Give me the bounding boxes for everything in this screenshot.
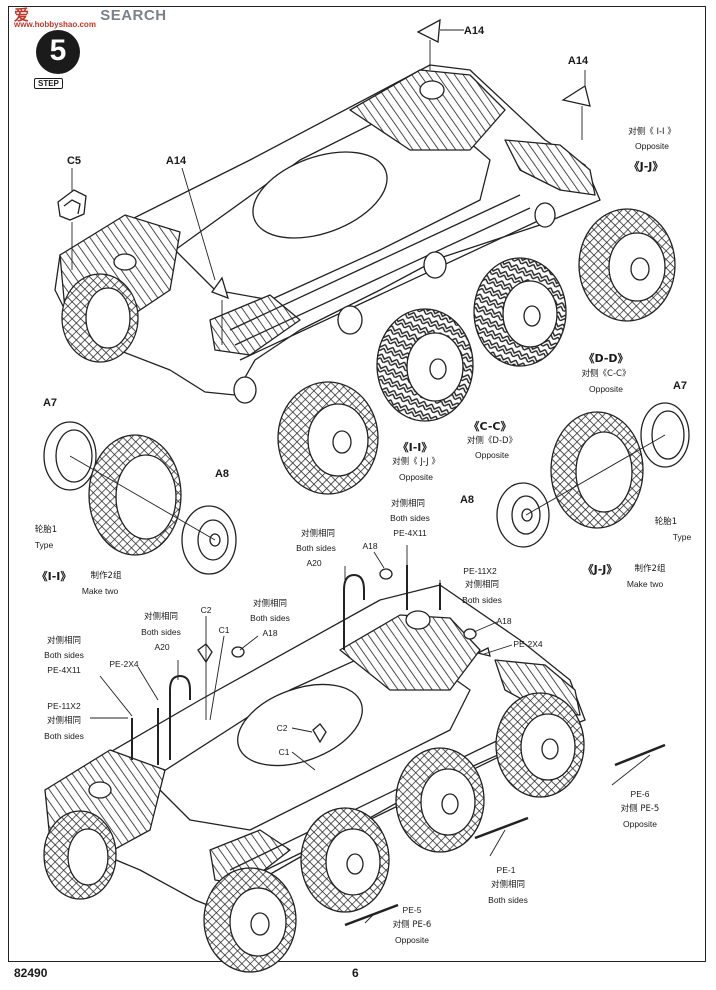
label-both-cn-6: 对侧相同 xyxy=(46,636,82,646)
label-opposite-cc: 对侧《C-C》 xyxy=(581,369,631,379)
label-jj-top: 《J-J》 xyxy=(628,160,664,173)
label-ii-make: 《I-I》 xyxy=(36,570,72,583)
label-make-two-right: Make two xyxy=(626,579,664,589)
label-type-right: Type xyxy=(672,532,692,542)
top-wheel-ii xyxy=(278,382,378,494)
label-pe1: PE-1 xyxy=(496,865,516,875)
footer-page: 6 xyxy=(352,966,359,980)
right-wheel-exploded xyxy=(497,403,689,547)
label-pe2x4-left: PE-2X4 xyxy=(109,659,139,669)
label-pe5-opposite-cn: 对侧 PE-6 xyxy=(392,920,432,930)
bottom-hull xyxy=(45,585,585,910)
bottom-wheel-3 xyxy=(396,748,484,852)
label-a18-top: A18 xyxy=(362,541,378,551)
label-c2-top: C2 xyxy=(200,605,212,615)
left-wheel-exploded xyxy=(44,422,236,574)
label-opposite-ii-cn: 对侧《 I-I 》 xyxy=(628,127,676,137)
part-a14-left xyxy=(212,278,228,298)
label-a18-left: A18 xyxy=(262,628,278,638)
leader-lines-bottom xyxy=(90,545,650,923)
watermark-url: www.hobbyshao.com xyxy=(14,20,96,29)
step-badge: 5 STEP xyxy=(30,26,88,89)
label-both-3: Both sides xyxy=(462,595,502,605)
label-pe5-opposite: Opposite xyxy=(394,935,430,945)
top-wheel-jj xyxy=(579,209,675,321)
label-both-cn-4: 对侧相同 xyxy=(143,612,179,622)
label-both-5: Both sides xyxy=(250,613,290,623)
label-c2-mid: C2 xyxy=(276,723,288,733)
label-make-two-left: Make two xyxy=(81,586,119,596)
label-both-cn-5: 对侧相同 xyxy=(252,599,288,609)
label-c5: C5 xyxy=(66,155,82,167)
top-wheel-dd xyxy=(474,258,566,366)
bottom-wheel-1 xyxy=(204,868,296,972)
label-opposite-jj: 对侧《 J-J 》 xyxy=(392,457,440,467)
label-a8-right: A8 xyxy=(459,494,475,506)
label-both-6: Both sides xyxy=(44,650,84,660)
label-both-7: Both sides xyxy=(44,731,84,741)
label-pe4x11-left: PE-4X11 xyxy=(47,665,81,675)
label-a20-top: A20 xyxy=(306,558,322,568)
label-pe4x11-top: PE-4X11 xyxy=(393,528,427,538)
label-a7-left: A7 xyxy=(42,397,58,409)
label-pe2x4-right: PE-2X4 xyxy=(513,639,543,649)
bottom-wheel-rear xyxy=(44,811,116,899)
label-both-cn-3: 对侧相同 xyxy=(464,580,500,590)
part-a14-top xyxy=(418,20,440,42)
label-a14-left: A14 xyxy=(165,155,187,167)
label-both-cn-7: 对侧相同 xyxy=(46,716,82,726)
label-pe5: PE-5 xyxy=(402,905,422,915)
label-pe11x2-left: PE-11X2 xyxy=(47,701,81,711)
top-rear-wheel xyxy=(62,274,138,362)
label-make-two-cn-left: 制作2组 xyxy=(90,571,122,581)
label-pe1-both: Both sides xyxy=(488,895,528,905)
page-frame xyxy=(8,6,706,962)
label-opposite-2: Opposite xyxy=(588,384,624,394)
label-opposite-dd: 对侧《D-D》 xyxy=(466,436,518,446)
label-pe6-opposite-cn: 对侧 PE-5 xyxy=(620,804,660,814)
label-c1-top: C1 xyxy=(218,625,230,635)
top-hull xyxy=(55,65,600,403)
bottom-wheel-2 xyxy=(301,808,389,912)
label-both-cn-2: 对侧相同 xyxy=(390,499,426,509)
label-cc: 《C-C》 xyxy=(468,420,512,433)
label-a7-right: A7 xyxy=(672,380,688,392)
label-type-left: Type xyxy=(34,540,54,550)
watermark: 爱 SEARCH xyxy=(14,6,167,24)
step-label: STEP xyxy=(34,78,63,89)
label-pe6: PE-6 xyxy=(630,789,650,799)
label-tire-left: 轮胎1 xyxy=(34,525,58,535)
label-both-1: Both sides xyxy=(296,543,336,553)
label-make-two-cn-right: 制作2组 xyxy=(634,564,666,574)
label-a18-right: A18 xyxy=(496,616,512,626)
label-a8-left: A8 xyxy=(214,468,230,480)
footer-code: 82490 xyxy=(14,966,48,980)
step-number: 5 xyxy=(49,34,67,67)
label-opposite-4: Opposite xyxy=(398,472,434,482)
part-a14-right xyxy=(563,86,590,106)
label-opposite-1: Opposite xyxy=(634,141,670,151)
leader-lines-top xyxy=(72,30,585,345)
label-pe6-opposite: Opposite xyxy=(622,819,658,829)
part-c5 xyxy=(58,190,86,220)
label-pe1-cn: 对侧相同 xyxy=(490,880,526,890)
label-both-cn-1: 对侧相同 xyxy=(300,529,336,539)
label-tire-right: 轮胎1 xyxy=(654,517,678,527)
pe-strips xyxy=(345,745,665,925)
label-dd: 《D-D》 xyxy=(583,352,629,365)
label-a14-right: A14 xyxy=(567,55,589,67)
label-a20-left: A20 xyxy=(154,642,170,652)
label-c1-mid: C1 xyxy=(278,747,290,757)
label-opposite-3: Opposite xyxy=(474,450,510,460)
top-wheel-cc xyxy=(377,309,473,421)
bottom-wheel-4 xyxy=(496,693,584,797)
label-pe11x2-top: PE-11X2 xyxy=(463,566,497,576)
label-jj-make: 《J-J》 xyxy=(582,563,618,576)
label-ii-mid: 《I-I》 xyxy=(397,441,433,454)
label-both-4: Both sides xyxy=(141,627,181,637)
label-a14-top: A14 xyxy=(463,25,485,37)
label-both-2: Both sides xyxy=(390,513,430,523)
